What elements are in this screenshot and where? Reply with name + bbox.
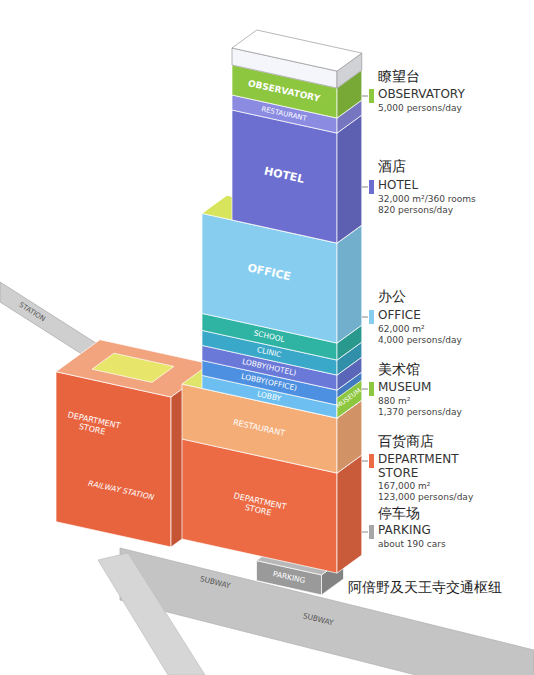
callout-title: 办公 bbox=[378, 288, 406, 304]
legend-swatch bbox=[369, 89, 374, 103]
legend-text: OFFICE bbox=[378, 309, 488, 323]
leader-line bbox=[362, 317, 368, 318]
office-floors-side bbox=[337, 225, 362, 343]
callout-figure: 5,000 persons/day bbox=[378, 103, 462, 113]
legend-swatch bbox=[369, 310, 374, 324]
place-label: 阿倍野及天王寺交通枢纽 bbox=[345, 578, 505, 596]
legend-text: PARKING bbox=[378, 524, 488, 538]
callout-figure: 880 m² bbox=[378, 396, 410, 406]
glass-crown-roof bbox=[232, 30, 362, 71]
legend-text: DEPARTMENT STORE bbox=[378, 453, 488, 481]
legend-text: HOTEL bbox=[378, 179, 488, 193]
store-block-side bbox=[337, 455, 362, 573]
legend-swatch bbox=[369, 454, 374, 468]
legend-text: OBSERVATORY bbox=[378, 88, 488, 102]
legend-swatch bbox=[369, 525, 374, 539]
callout-title: 停车场 bbox=[378, 505, 420, 521]
leader-line bbox=[362, 96, 368, 97]
callout-figure: 123,000 persons/day bbox=[378, 492, 473, 502]
legend-text: MUSEUM bbox=[378, 381, 488, 395]
leader-line bbox=[362, 389, 368, 390]
callout-title: 瞭望台 bbox=[378, 68, 420, 84]
leader-line bbox=[362, 461, 368, 462]
callout-figure: 4,000 persons/day bbox=[378, 335, 462, 345]
leader-line bbox=[362, 187, 368, 188]
callout-title: 美术馆 bbox=[378, 361, 420, 377]
callout-title: 百货商店 bbox=[378, 433, 434, 449]
legend-swatch bbox=[369, 382, 374, 396]
leader-line bbox=[362, 532, 368, 533]
callout-figure: 62,000 m² bbox=[378, 324, 425, 334]
callout-figure: 32,000 m²/360 rooms bbox=[378, 194, 476, 204]
callout-title: 酒店 bbox=[378, 158, 406, 174]
store-annex-front bbox=[56, 372, 171, 547]
legend-swatch bbox=[369, 180, 374, 194]
callout-figure: 1,370 persons/day bbox=[378, 407, 462, 417]
annex-roof-garden bbox=[92, 353, 174, 382]
callout-figure: about 190 cars bbox=[378, 539, 446, 549]
hotel-floors-side bbox=[337, 115, 362, 243]
track-stub bbox=[98, 553, 205, 675]
callout-figure: 167,000 m² bbox=[378, 481, 430, 491]
callout-figure: 820 persons/day bbox=[378, 205, 453, 215]
